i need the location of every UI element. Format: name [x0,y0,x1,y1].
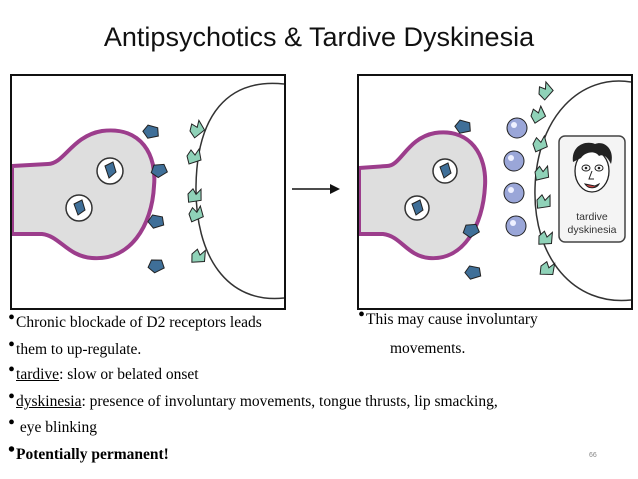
drug-molecule [464,265,482,280]
presynaptic-terminal [12,128,157,261]
bullet-text: This may cause involuntary [366,311,538,328]
drug-molecules [142,124,168,274]
bullet-item: •Chronic blockade of D2 receptors leads [8,307,262,331]
drug-molecule [147,259,165,274]
d2-receptor [188,204,204,223]
upregulated-receptors [503,117,528,237]
d2-receptor [187,187,202,203]
caption-tardive: tardive [576,211,608,223]
d2-receptor [186,147,202,165]
d2-receptor [532,134,548,153]
bullet-text: eye blinking [16,419,97,436]
d2-receptor [536,193,551,209]
synapse-panel-after: tardive dyskinesia [357,74,633,310]
d2-receptor [538,80,554,101]
term-tardive: tardive [16,366,60,383]
caption-dyskinesia: dyskinesia [567,224,616,236]
bullet-item: •dyskinesia: presence of involuntary mov… [8,386,498,410]
d2-receptors [186,118,207,263]
transition-arrow [292,184,340,194]
upregulated-receptor [503,150,525,172]
drug-molecule [142,124,159,139]
postsynaptic-cell [195,82,284,300]
upregulated-receptor [503,182,525,204]
drug-molecule [462,223,480,239]
drug-molecule [454,119,471,134]
bullet-text: : presence of involuntary movements, ton… [81,393,498,410]
slide-number: 66 [589,452,597,459]
upregulated-receptor [505,215,527,237]
bullet-text: Chronic blockade of D2 receptors leads [16,314,262,331]
drug-molecule [150,163,168,179]
synapse-illustration-before [12,82,284,300]
drug-molecule [147,214,165,229]
d2-receptor [191,248,207,263]
upregulated-receptor [506,117,528,139]
bullet-item: •Potentially permanent! [8,439,169,463]
bullet-continuation: movements. [390,340,466,357]
d2-receptors [530,80,556,276]
d2-receptor [539,260,556,276]
bullet-text-emphasis: Potentially permanent! [16,446,169,463]
bullet-text: : slow or belated onset [59,366,199,383]
presynaptic-terminal [359,130,488,261]
d2-receptor [538,230,554,245]
bullet-item: •them to up-regulate. [8,334,142,358]
tardive-dyskinesia-face-icon: tardive dyskinesia [558,135,626,243]
drug-molecules [454,119,482,280]
term-dyskinesia: dyskinesia [16,393,82,410]
synapse-illustration-after: tardive dyskinesia [359,80,631,302]
bullet-item: •tardive: slow or belated onset [8,359,199,383]
synapse-panel-before [10,74,286,310]
slide-title: Antipsychotics & Tardive Dyskinesia [103,22,535,52]
bullet-item-right: •This may cause involuntary [358,304,538,328]
bullet-text: them to up-regulate. [16,341,142,358]
d2-receptor [189,118,206,139]
d2-receptor [534,164,550,181]
bullet-item: • eye blinking [8,412,97,436]
d2-receptor [530,104,547,124]
